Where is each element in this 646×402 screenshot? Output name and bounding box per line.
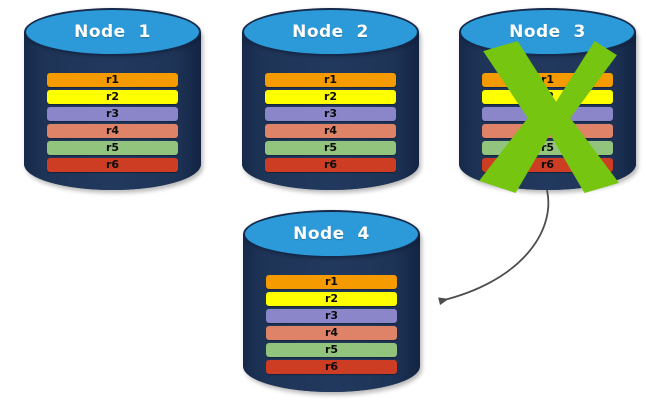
node-1-row-r4[interactable]: r4 <box>47 124 178 138</box>
node-3-row-r3[interactable]: r3 <box>482 107 613 121</box>
node-1-top-disc <box>24 8 201 56</box>
node-3-row-r6[interactable]: r6 <box>482 158 613 172</box>
node-1-row-r3[interactable]: r3 <box>47 107 178 121</box>
node-2-title: Node 2 <box>292 22 369 42</box>
node-2-row-r2[interactable]: r2 <box>265 90 396 104</box>
node-4-title: Node 4 <box>293 224 370 244</box>
node-cylinder-3[interactable]: Node 3 r1 r2 r3 r4 r5 r6 <box>459 8 636 193</box>
node-4-rows: r1 r2 r3 r4 r5 r6 <box>266 275 397 377</box>
node-4-row-r3[interactable]: r3 <box>266 309 397 323</box>
node-1-row-r1[interactable]: r1 <box>47 73 178 87</box>
node-2-row-r1[interactable]: r1 <box>265 73 396 87</box>
node-2-top-disc <box>242 8 419 56</box>
node-3-title: Node 3 <box>509 22 586 42</box>
node-1-row-r6[interactable]: r6 <box>47 158 178 172</box>
node-4-row-r1[interactable]: r1 <box>266 275 397 289</box>
node-1-rows: r1 r2 r3 r4 r5 r6 <box>47 73 178 175</box>
node-2-rows: r1 r2 r3 r4 r5 r6 <box>265 73 396 175</box>
node-1-row-r2[interactable]: r2 <box>47 90 178 104</box>
node-4-row-r5[interactable]: r5 <box>266 343 397 357</box>
node-3-row-r1[interactable]: r1 <box>482 73 613 87</box>
node-3-row-r2[interactable]: r2 <box>482 90 613 104</box>
node-3-rows: r1 r2 r3 r4 r5 r6 <box>482 73 613 175</box>
node-cylinder-4[interactable]: Node 4 r1 r2 r3 r4 r5 r6 <box>243 210 420 392</box>
node-2-row-r4[interactable]: r4 <box>265 124 396 138</box>
node-1-title: Node 1 <box>74 22 151 42</box>
node-2-row-r3[interactable]: r3 <box>265 107 396 121</box>
node-4-row-r6[interactable]: r6 <box>266 360 397 374</box>
arrow-path <box>438 189 550 306</box>
node-4-top-disc <box>243 210 420 258</box>
node-1-row-r5[interactable]: r5 <box>47 141 178 155</box>
node-cylinder-2[interactable]: Node 2 r1 r2 r3 r4 r5 r6 <box>242 8 419 190</box>
node-cylinder-1[interactable]: Node 1 r1 r2 r3 r4 r5 r6 <box>24 8 201 190</box>
node-2-row-r5[interactable]: r5 <box>265 141 396 155</box>
node-3-row-r4[interactable]: r4 <box>482 124 613 138</box>
node-4-row-r4[interactable]: r4 <box>266 326 397 340</box>
node-2-row-r6[interactable]: r6 <box>265 158 396 172</box>
node-3-row-r5[interactable]: r5 <box>482 141 613 155</box>
node-4-row-r2[interactable]: r2 <box>266 292 397 306</box>
